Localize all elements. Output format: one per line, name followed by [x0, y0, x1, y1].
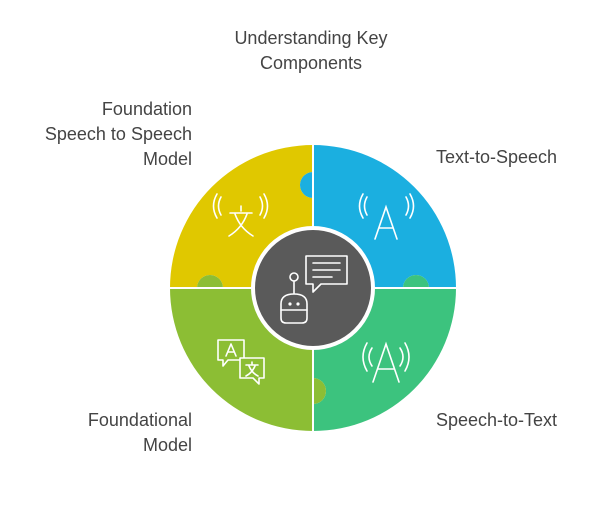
translate-character-icon [212, 193, 269, 237]
letter-a-broadcast-icon [362, 341, 410, 383]
translation-bubbles-icon [217, 339, 265, 385]
chatbot-icon [280, 255, 348, 324]
diagram-title: Understanding Key Components [234, 28, 388, 73]
label-foundational-model: Foundational Model [87, 410, 192, 455]
label-foundation-speech-to-speech-model: Foundation Speech to Speech Model [44, 99, 192, 169]
letter-a-broadcast-icon [358, 193, 415, 240]
label-speech-to-text: Speech-to-Text [436, 410, 558, 430]
label-text-to-speech: Text-to-Speech [436, 147, 558, 167]
